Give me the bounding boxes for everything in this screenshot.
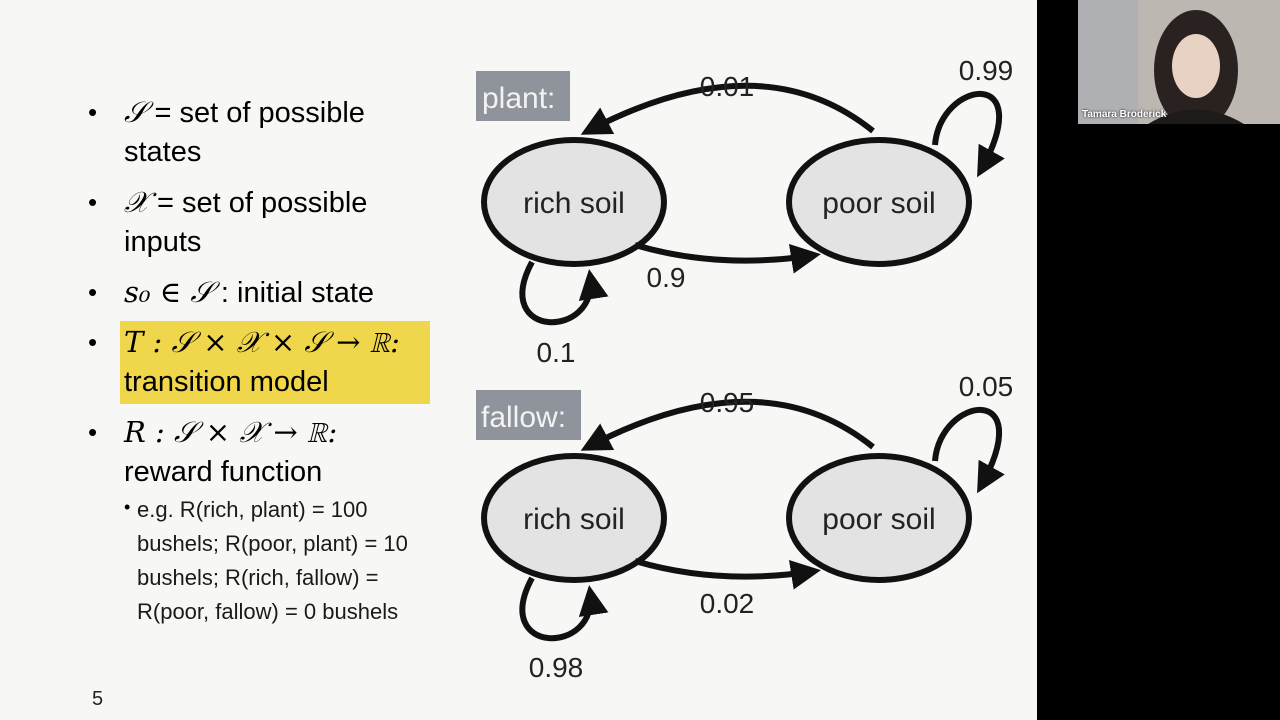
bullet-text-cont: states <box>124 136 202 168</box>
bullet-dot: • <box>88 327 98 357</box>
bullet-dot: • <box>88 277 98 307</box>
bullet-text-cont: transition model <box>124 366 329 398</box>
fallow-rich-to-poor-arrow <box>634 558 821 590</box>
bullet-text: = set of possible <box>146 97 365 129</box>
plant-rich-soil-label: rich soil <box>523 187 625 220</box>
sub-bullet-line: bushels; R(poor, plant) = 10 <box>137 531 408 556</box>
fallow-rich-to-poor-prob: 0.02 <box>700 588 755 619</box>
transition-highlight <box>120 321 430 404</box>
plant-rich-self-arrow <box>519 260 609 326</box>
bullet-text: = set of possible <box>148 187 368 219</box>
fallow-label-box <box>476 390 581 440</box>
fallow-poor-soil-state <box>786 453 972 583</box>
sub-bullet-dot: • <box>124 497 131 517</box>
presenter-silhouette <box>1078 0 1280 124</box>
plant-rich-to-poor-arrow <box>634 242 821 274</box>
plant-poor-to-rich-arrow <box>580 82 875 135</box>
plant-label: plant: <box>482 82 555 115</box>
initial-state-symbol: s₀ ∈ 𝒮 <box>124 275 213 309</box>
bullet-dot: • <box>88 417 98 447</box>
plant-poor-self-arrow <box>932 90 1005 178</box>
fallow-poor-soil-label: poor soil <box>822 503 935 536</box>
fallow-label: fallow: <box>481 401 566 434</box>
plant-poor-self-prob: 0.99 <box>959 55 1014 86</box>
bullet-text-cont: reward function <box>124 456 323 488</box>
states-symbol: 𝒮 <box>124 95 147 129</box>
plant-rich-self-prob: 0.1 <box>537 337 576 368</box>
webcam-video[interactable]: Tamara Broderick <box>1078 0 1280 124</box>
plant-rich-soil-state <box>481 137 667 267</box>
bullet-dot: • <box>88 187 98 217</box>
fallow-poor-self-arrow <box>932 406 1005 494</box>
fallow-diagram: fallow: rich soil poor soil 0.95 0.05 0.… <box>476 371 1013 683</box>
fallow-rich-soil-label: rich soil <box>523 503 625 536</box>
participant-name: Tamara Broderick <box>1082 109 1167 120</box>
sub-bullet-line: bushels; R(rich, fallow) = <box>137 565 379 590</box>
plant-poor-to-rich-prob: 0.01 <box>700 71 755 102</box>
fallow-rich-soil-state <box>481 453 667 583</box>
bullet-dot: • <box>88 97 98 127</box>
plant-rich-to-poor-prob: 0.9 <box>647 262 686 293</box>
reward-symbol: R : 𝒮 × 𝒳 → ℝ: <box>124 415 338 449</box>
page-number: 5 <box>92 688 104 710</box>
transition-symbol: T : 𝒮 × 𝒳 × 𝒮 → ℝ: <box>124 325 400 359</box>
plant-poor-soil-label: poor soil <box>822 187 935 220</box>
inputs-symbol: 𝒳 <box>124 185 149 219</box>
fallow-rich-self-prob: 0.98 <box>529 652 584 683</box>
sub-bullet-line: R(poor, fallow) = 0 bushels <box>137 599 399 624</box>
sub-bullet-line: e.g. R(rich, plant) = 100 <box>137 497 368 522</box>
plant-label-box <box>476 71 570 121</box>
fallow-poor-to-rich-prob: 0.95 <box>700 387 755 418</box>
plant-diagram: plant: rich soil poor soil 0.01 0.99 0.9… <box>476 55 1013 368</box>
fallow-rich-self-arrow <box>519 576 609 642</box>
plant-poor-soil-state <box>786 137 972 267</box>
fallow-poor-to-rich-arrow <box>580 398 875 451</box>
bullet-text-cont: inputs <box>124 226 202 258</box>
slide: • 𝒮 = set of possible states • 𝒳 = set o… <box>0 0 1037 720</box>
fallow-poor-self-prob: 0.05 <box>959 371 1014 402</box>
bullet-text: : initial state <box>212 277 375 309</box>
markov-diagrams: plant: rich soil poor soil 0.01 0.99 0.9… <box>476 55 1013 683</box>
